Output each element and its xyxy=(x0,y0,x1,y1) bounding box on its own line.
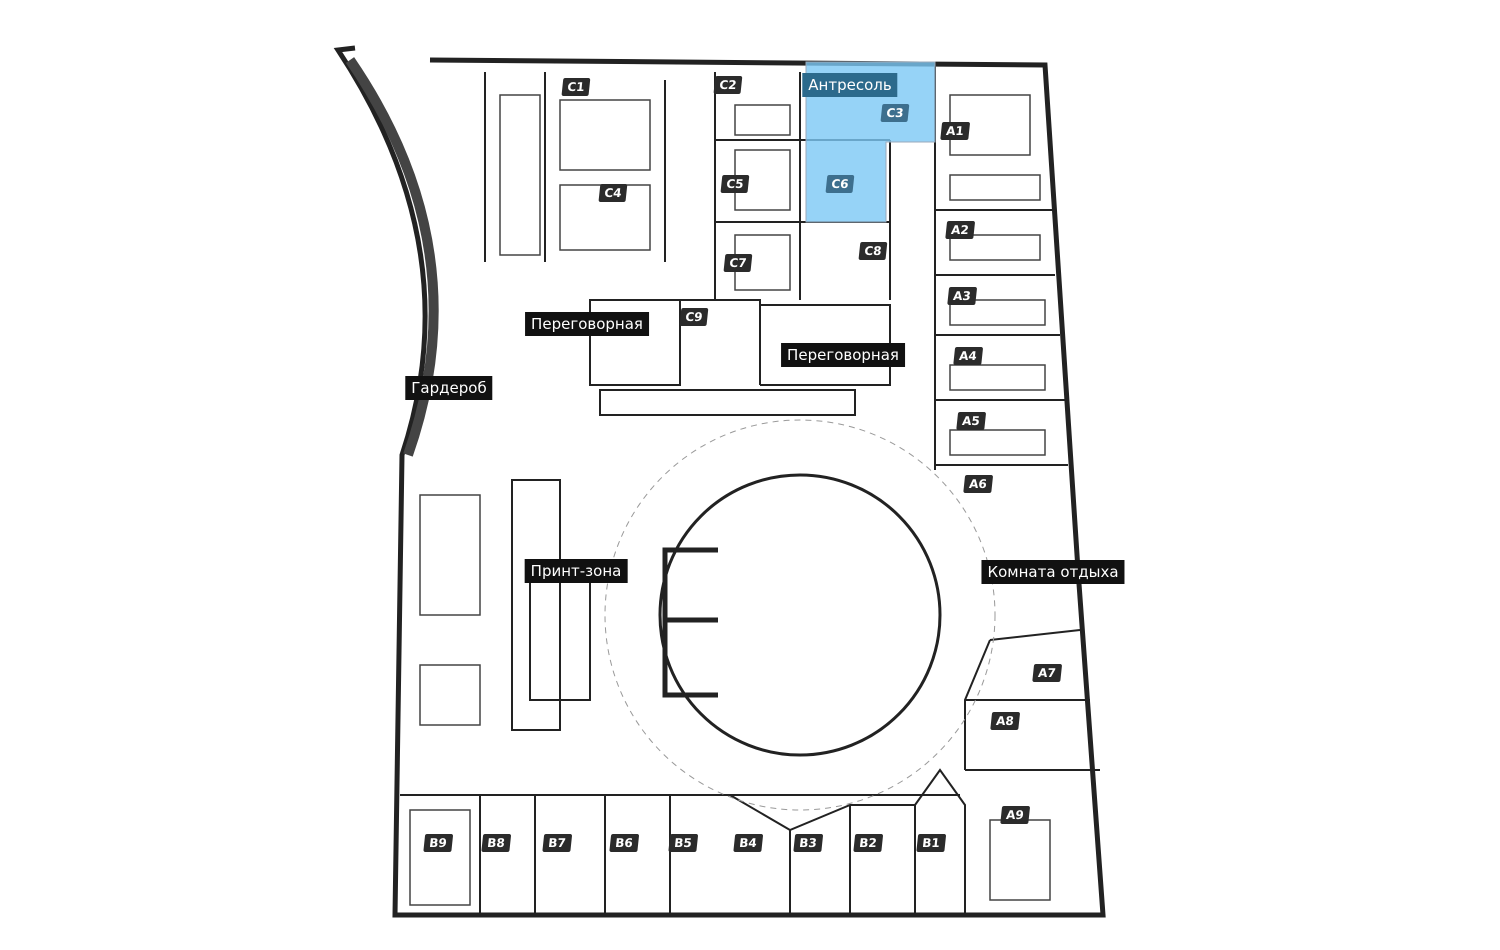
room-tag-b7[interactable]: B7 xyxy=(542,834,572,852)
room-tag-c9[interactable]: C9 xyxy=(679,308,709,326)
room-tag-a1[interactable]: A1 xyxy=(940,122,970,140)
room-tag-b9[interactable]: B9 xyxy=(423,834,453,852)
room-tag-a9[interactable]: A9 xyxy=(1000,806,1030,824)
atrium-circle xyxy=(658,473,942,757)
zone-label-lounge[interactable]: Комната отдыха xyxy=(981,560,1125,584)
room-tag-a4[interactable]: A4 xyxy=(953,347,983,365)
room-tag-b2[interactable]: B2 xyxy=(853,834,883,852)
room-tag-c3[interactable]: C3 xyxy=(880,104,910,122)
zone-label-print-zone[interactable]: Принт-зона xyxy=(524,559,628,583)
room-tag-c8[interactable]: C8 xyxy=(858,242,888,260)
room-tag-b8[interactable]: B8 xyxy=(481,834,511,852)
workstations xyxy=(409,94,1051,906)
room-tag-b3[interactable]: B3 xyxy=(793,834,823,852)
room-tag-a7[interactable]: A7 xyxy=(1032,664,1062,682)
room-tag-a2[interactable]: A2 xyxy=(945,221,975,239)
room-tag-c5[interactable]: C5 xyxy=(720,175,750,193)
zone-label-mezzanine[interactable]: Антресоль xyxy=(802,73,898,97)
room-tag-c6[interactable]: C6 xyxy=(825,175,855,193)
room-tag-b6[interactable]: B6 xyxy=(609,834,639,852)
room-tag-b1[interactable]: B1 xyxy=(916,834,946,852)
zone-label-meeting-room-left[interactable]: Переговорная xyxy=(525,312,649,336)
room-tag-a5[interactable]: A5 xyxy=(956,412,986,430)
outer-wall xyxy=(333,45,1106,918)
room-tag-b5[interactable]: B5 xyxy=(668,834,698,852)
zone-label-wardrobe[interactable]: Гардероб xyxy=(405,376,493,400)
room-tag-b4[interactable]: B4 xyxy=(733,834,763,852)
room-tag-c4[interactable]: C4 xyxy=(598,184,628,202)
room-tag-c7[interactable]: C7 xyxy=(723,254,753,272)
room-tag-a8[interactable]: A8 xyxy=(990,712,1020,730)
zone-label-meeting-room-right[interactable]: Переговорная xyxy=(781,343,905,367)
room-tag-c2[interactable]: C2 xyxy=(713,76,743,94)
room-tag-a6[interactable]: A6 xyxy=(963,475,993,493)
room-tag-a3[interactable]: A3 xyxy=(947,287,977,305)
room-tag-c1[interactable]: C1 xyxy=(561,78,591,96)
